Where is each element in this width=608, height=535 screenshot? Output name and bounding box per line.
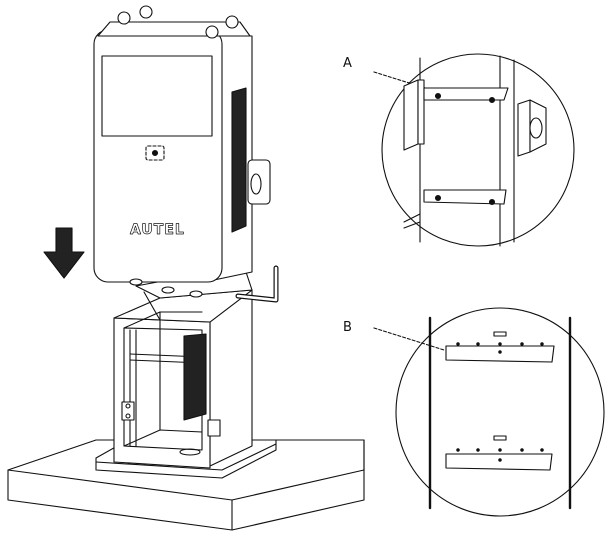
brand-logo: AUTEL [130, 222, 185, 238]
down-arrow-icon [44, 228, 84, 278]
detail-view-b [374, 308, 604, 516]
cable-holster [248, 160, 270, 204]
pedestal-vent [184, 334, 206, 420]
callout-label-a: A [343, 56, 352, 71]
detail-view-a [374, 54, 574, 246]
callout-label-b: B [343, 320, 352, 335]
pedestal [114, 290, 252, 468]
